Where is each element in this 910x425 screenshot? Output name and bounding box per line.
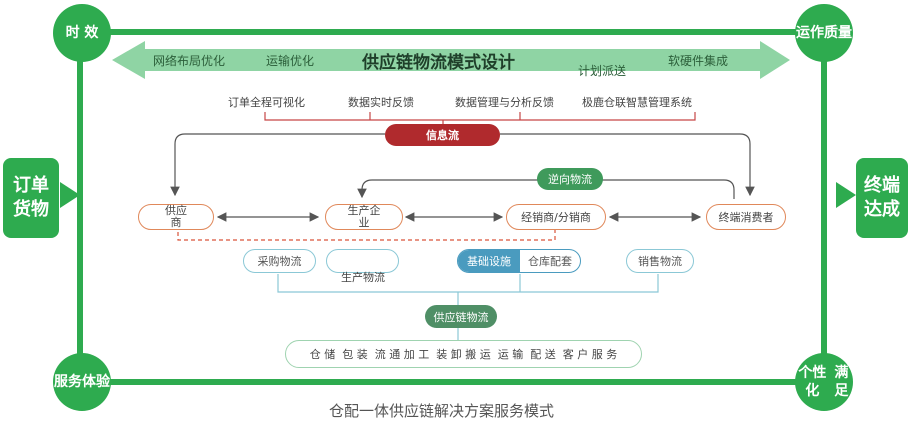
node-producer: 生产企业: [325, 204, 403, 230]
diagram-caption: 仓配一体供应链解决方案服务模式: [329, 402, 555, 420]
logistics-production-label: 生产物流: [341, 271, 385, 284]
right-arrow-head: [836, 182, 856, 208]
node-consumer: 终端消费者: [706, 204, 786, 230]
green-frame: [77, 29, 827, 385]
logistics-production-pill: [326, 249, 399, 273]
reverse-left: [357, 179, 540, 199]
supply-chain-logistics-pill: 供应链物流: [425, 305, 497, 328]
logistics-purchase: 采购物流: [243, 249, 316, 273]
corner-personalization: 个性化满足: [795, 353, 853, 411]
corner-service-experience: 服务体验: [53, 353, 111, 411]
info-to-consumer: [500, 133, 755, 197]
info-bracket: [264, 112, 696, 121]
logistics-bracket: [277, 274, 659, 293]
info-to-supplier: [170, 133, 385, 197]
logistics-infra-warehouse: 基础设施 仓库配套: [457, 249, 581, 273]
logistics-sales: 销售物流: [626, 249, 694, 273]
banner-item-network: 网络布局优化: [153, 54, 226, 68]
banner-item-integration: 软硬件集成: [668, 54, 729, 68]
banner-item-transport: 运输优化: [266, 54, 315, 68]
reverse-logistics-pill: 逆向物流: [537, 168, 603, 190]
left-arrow-head: [60, 182, 80, 208]
node-supplier: 供应商: [138, 204, 214, 230]
info-item-system: 极鹿仓联智慧管理系统: [582, 96, 692, 109]
info-item-realtime: 数据实时反馈: [348, 96, 414, 109]
info-item-visibility: 订单全程可视化: [228, 96, 305, 109]
corner-timeliness: 时 效: [53, 4, 111, 62]
info-flow-pill: 信息流: [385, 124, 500, 146]
info-item-analytics: 数据管理与分析反馈: [455, 96, 554, 109]
banner-arrow: [112, 41, 790, 79]
node-distributor: 经销商/分销商: [506, 204, 606, 230]
services-bar: 仓 储 包 装 流 通 加 工 装 卸 搬 运 运 输 配 送 客 户 服 务: [285, 340, 642, 368]
corner-operation-quality: 运作质量: [795, 4, 853, 62]
banner-title: 供应链物流模式设计: [362, 53, 515, 73]
banner-item-dispatch: 计划派送: [578, 64, 627, 78]
logistics-infrastructure: 基础设施: [458, 250, 520, 272]
side-order-goods: 订单货物: [3, 158, 59, 238]
dashed-return: [177, 230, 556, 241]
logistics-warehouse: 仓库配套: [528, 255, 572, 268]
reverse-right: [600, 179, 735, 199]
side-terminal-delivery: 终端达成: [856, 158, 908, 238]
